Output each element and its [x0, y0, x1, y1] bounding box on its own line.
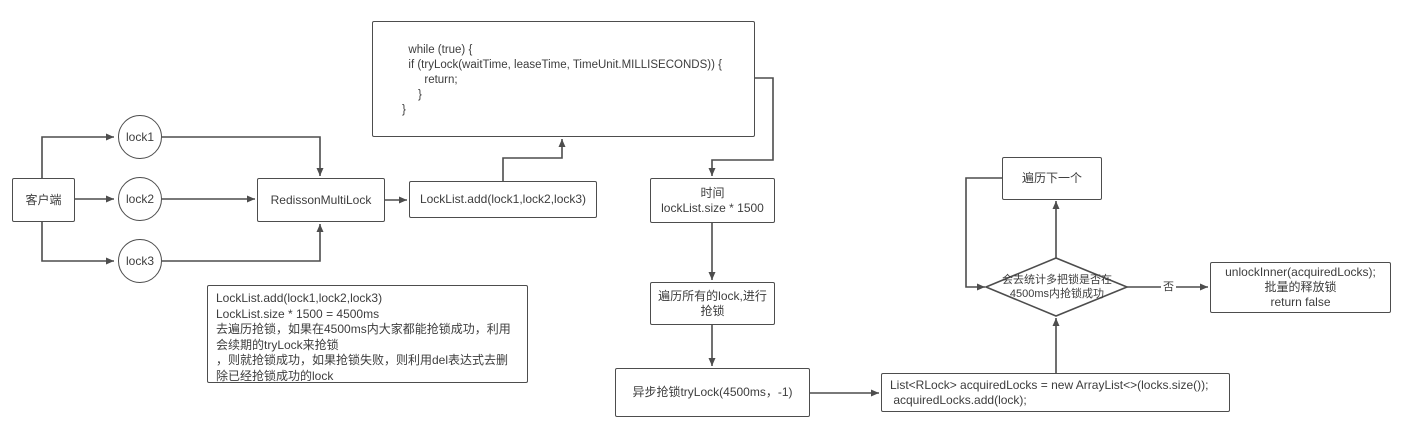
connector-locklist-code [502, 139, 566, 181]
acquired-locks-node: List<RLock> acquiredLocks = new ArrayLis… [881, 373, 1230, 412]
traverse-next-node: 遍历下一个 [1002, 157, 1102, 200]
locklist-add-node: LockList.add(lock1,lock2,lock3) [409, 181, 597, 218]
decision-label: 会去统计多把锁是否在 4500ms内抢锁成功 [1002, 274, 1112, 300]
connector-lock3-multilock [162, 224, 324, 262]
while-true-code-box: while (true) { if (tryLock(waitTime, lea… [372, 21, 755, 137]
connector-code-time [708, 77, 774, 176]
unlock-inner-node: unlockInner(acquiredLocks); 批量的释放锁 retur… [1210, 262, 1391, 313]
lock2-node: lock2 [118, 177, 162, 221]
connector-client-lock1 [41, 133, 114, 178]
decision-diamond [983, 257, 1130, 317]
async-trylock-node: 异步抢锁tryLock(4500ms，-1) [615, 368, 810, 417]
client-node: 客户端 [12, 178, 75, 222]
decision-no-label: 否 [1161, 280, 1176, 294]
redisson-multilock-node: RedissonMultiLock [257, 178, 385, 222]
connector-lock1-multilock [162, 136, 324, 176]
time-node: 时间 lockList.size * 1500 [650, 178, 775, 223]
connector-next-decision-loop [965, 177, 1002, 291]
traverse-locks-node: 遍历所有的lock,进行 抢锁 [650, 282, 775, 325]
lock3-node: lock3 [118, 239, 162, 283]
lock1-node: lock1 [118, 115, 162, 159]
connector-client-lock3 [41, 222, 114, 265]
explanation-note: LockList.add(lock1,lock2,lock3) LockList… [207, 285, 528, 383]
